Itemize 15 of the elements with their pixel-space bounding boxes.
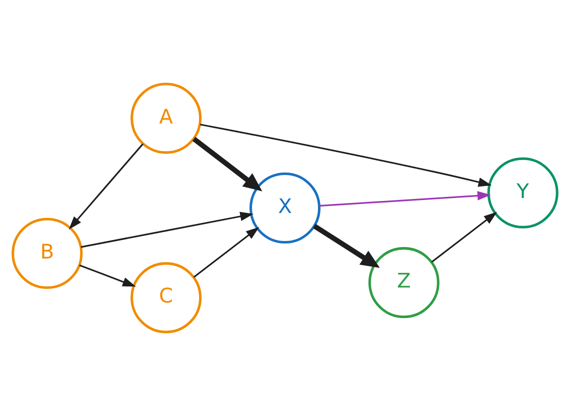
node-circle: X [249,172,321,244]
arrow [193,227,260,278]
arrow [68,143,144,230]
arrow [200,124,492,187]
arrow [79,264,136,287]
node-circle: A [130,82,202,154]
node-circle: B [12,218,83,289]
arrow [319,191,491,207]
arrow [431,212,498,263]
arrow [192,136,262,192]
node-circle: Y [487,157,558,228]
node-circle: C [130,262,202,334]
arrow [80,212,254,248]
arrow [312,224,380,268]
node-circle: Z [368,247,440,318]
